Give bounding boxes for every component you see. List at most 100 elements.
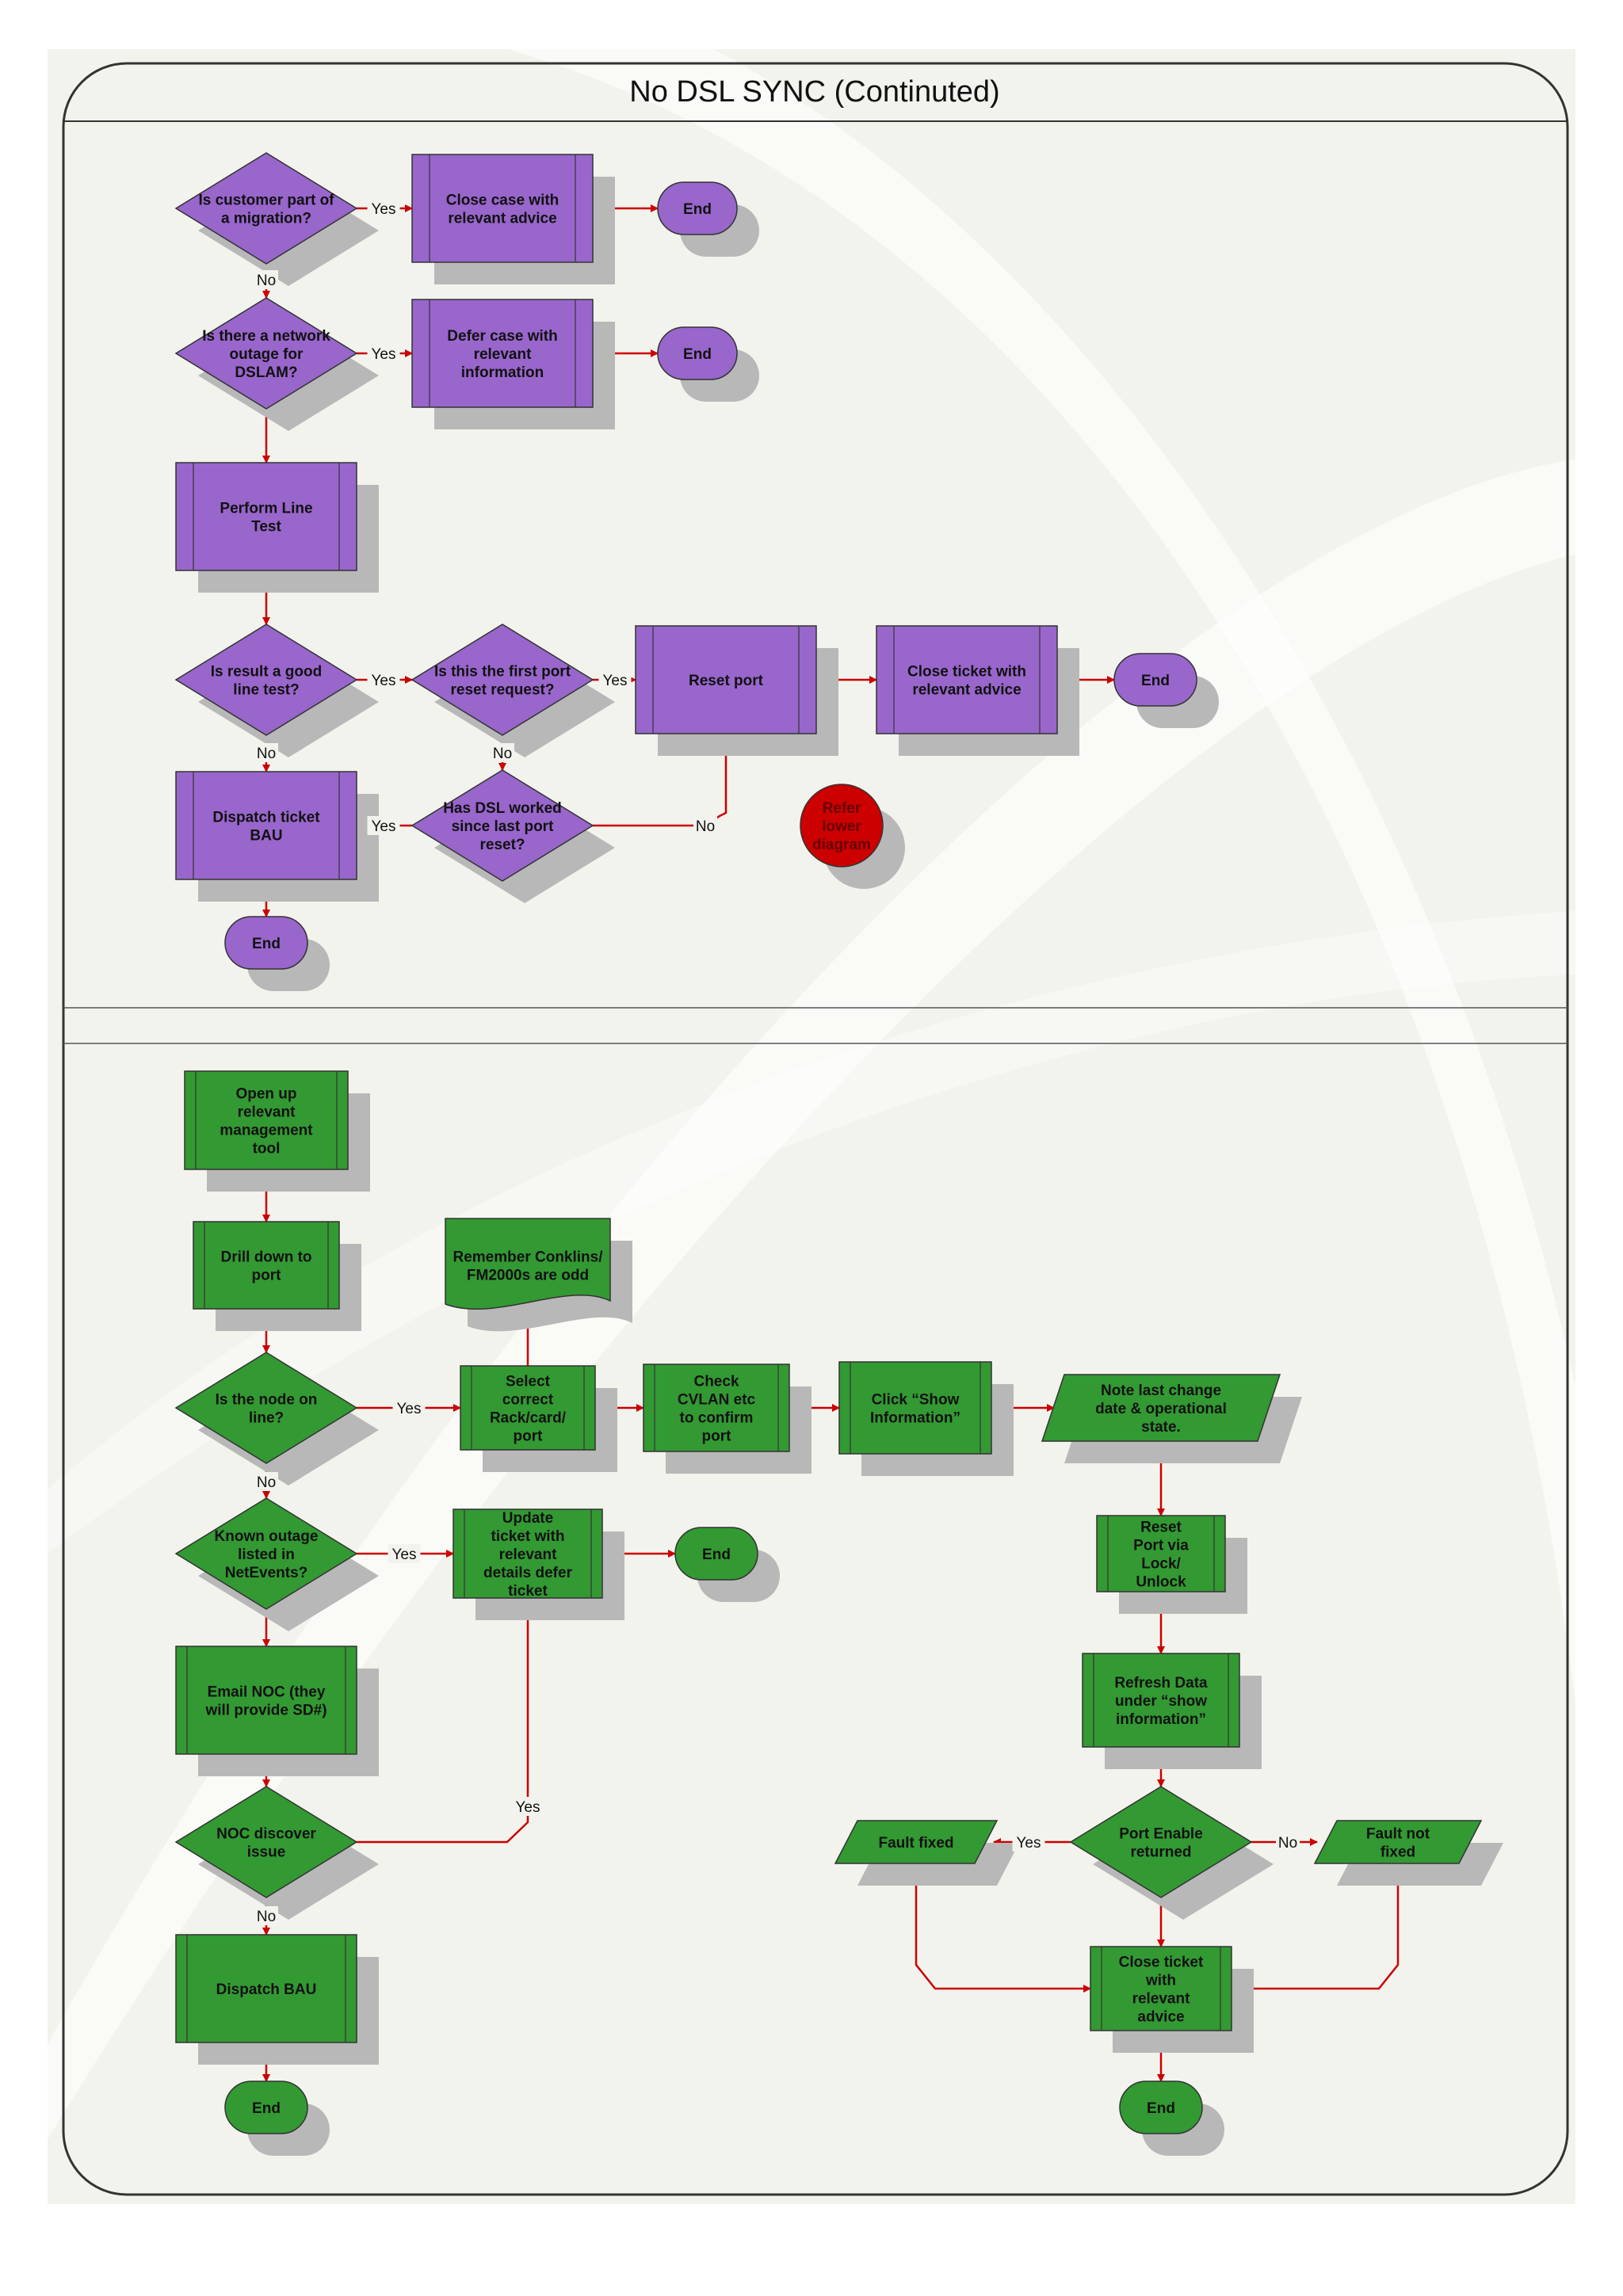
- edge-label-yes: Yes: [372, 673, 396, 689]
- connector-arrow: [357, 1597, 532, 1844]
- edge-label-bg: [491, 743, 514, 762]
- edge-label-bg: [367, 199, 400, 218]
- end-2-label: End: [683, 346, 712, 363]
- diagram-frame: [62, 62, 1569, 2196]
- fault-fixed-node: Fault fixed: [834, 1820, 999, 1864]
- edge-label-bg: [392, 1398, 426, 1417]
- edge-label-no: No: [1278, 1835, 1297, 1852]
- edge-label-bg: [693, 816, 717, 835]
- edge-label-bg: [598, 670, 632, 689]
- edge-label-yes: Yes: [603, 673, 628, 689]
- end-6-node: End: [224, 2081, 308, 2134]
- edge-label-no: No: [257, 1474, 276, 1491]
- edge-label-bg: [388, 1544, 421, 1563]
- edge-label-bg: [367, 670, 400, 689]
- edge-label-yes: Yes: [516, 1799, 540, 1816]
- edge-label-bg: [254, 1472, 278, 1491]
- end-3-node: End: [1113, 653, 1197, 707]
- connector-arrow: [915, 1863, 1091, 1993]
- reset-port-label: Reset port: [689, 673, 764, 689]
- edge-label-no: No: [257, 273, 276, 289]
- reset-port-node: Reset port: [635, 625, 817, 734]
- fault-fixed-label: Fault fixed: [878, 1835, 953, 1852]
- connector-arrow: [593, 733, 730, 827]
- end-7-node: End: [1119, 2081, 1203, 2134]
- page-title: No DSL SYNC (Continuted): [629, 75, 999, 109]
- end-7-label: End: [1147, 2100, 1175, 2117]
- end-2-node: End: [657, 326, 738, 380]
- end-5-node: End: [674, 1527, 758, 1581]
- edge-label-bg: [511, 1797, 544, 1816]
- edge-label-bg: [1012, 1833, 1045, 1852]
- decorative-swoosh: [48, 911, 1575, 1553]
- edge-label-yes: Yes: [372, 346, 396, 363]
- remember-note-label: Remember Conklins/FM2000s are odd: [453, 1249, 604, 1284]
- edge-label-yes: Yes: [397, 1401, 422, 1417]
- connector-arrow: [1231, 1863, 1400, 1993]
- edge-label-yes: Yes: [372, 201, 396, 218]
- end-4-node: End: [224, 916, 308, 970]
- end-1-node: End: [657, 181, 738, 235]
- edge-label-bg: [367, 344, 400, 363]
- edge-label-no: No: [257, 746, 276, 762]
- end-1-label: End: [683, 201, 712, 218]
- edge-label-bg: [1276, 1833, 1300, 1852]
- edge-label-bg: [254, 270, 278, 289]
- edge-label-bg: [254, 1906, 278, 1925]
- edge-label-yes: Yes: [372, 818, 396, 835]
- edge-label-bg: [367, 816, 400, 835]
- end-4-label: End: [252, 936, 281, 952]
- remember-note-node: Remember Conklins/FM2000s are odd: [445, 1218, 611, 1310]
- edge-label-no: No: [493, 746, 512, 762]
